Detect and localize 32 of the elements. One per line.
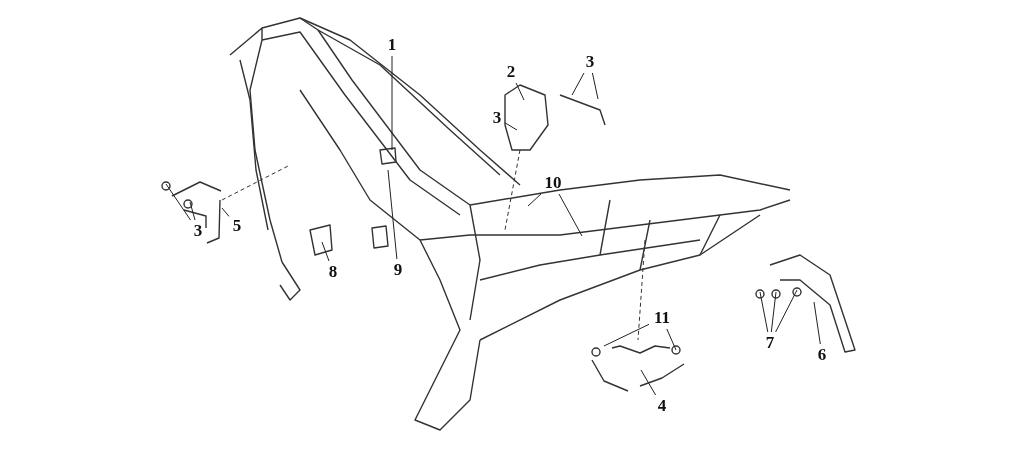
callout-number: 9 — [391, 260, 405, 280]
leader-line — [165, 183, 191, 221]
leader-line — [189, 201, 196, 221]
leader-line — [770, 291, 777, 333]
leader-line — [387, 169, 398, 260]
callout-number: 3 — [490, 108, 504, 128]
leader-line — [759, 291, 769, 333]
leader-line — [527, 193, 542, 207]
callout-number: 5 — [230, 216, 244, 236]
leader-line — [666, 328, 677, 351]
callout-number: 6 — [815, 345, 829, 365]
leader-line — [221, 207, 230, 217]
leader-line — [591, 72, 599, 100]
leader-line — [504, 122, 518, 131]
leader-line — [321, 241, 330, 262]
callout-number: 3 — [583, 52, 597, 72]
callout-number: 8 — [326, 262, 340, 282]
leader-line — [603, 323, 650, 347]
callout-number: 1 — [385, 35, 399, 55]
callout-number: 2 — [504, 62, 518, 82]
leader-line — [775, 289, 798, 333]
leader-line — [558, 193, 583, 237]
leader-line — [813, 301, 821, 345]
callout-number: 7 — [763, 333, 777, 353]
leader-line — [391, 55, 393, 151]
callout-number: 11 — [650, 308, 674, 328]
callout-number: 10 — [541, 173, 565, 193]
callout-number: 3 — [191, 221, 205, 241]
leader-line — [640, 369, 657, 396]
leader-line — [515, 82, 525, 101]
leader-line — [571, 72, 585, 96]
callout-number: 4 — [655, 396, 669, 416]
